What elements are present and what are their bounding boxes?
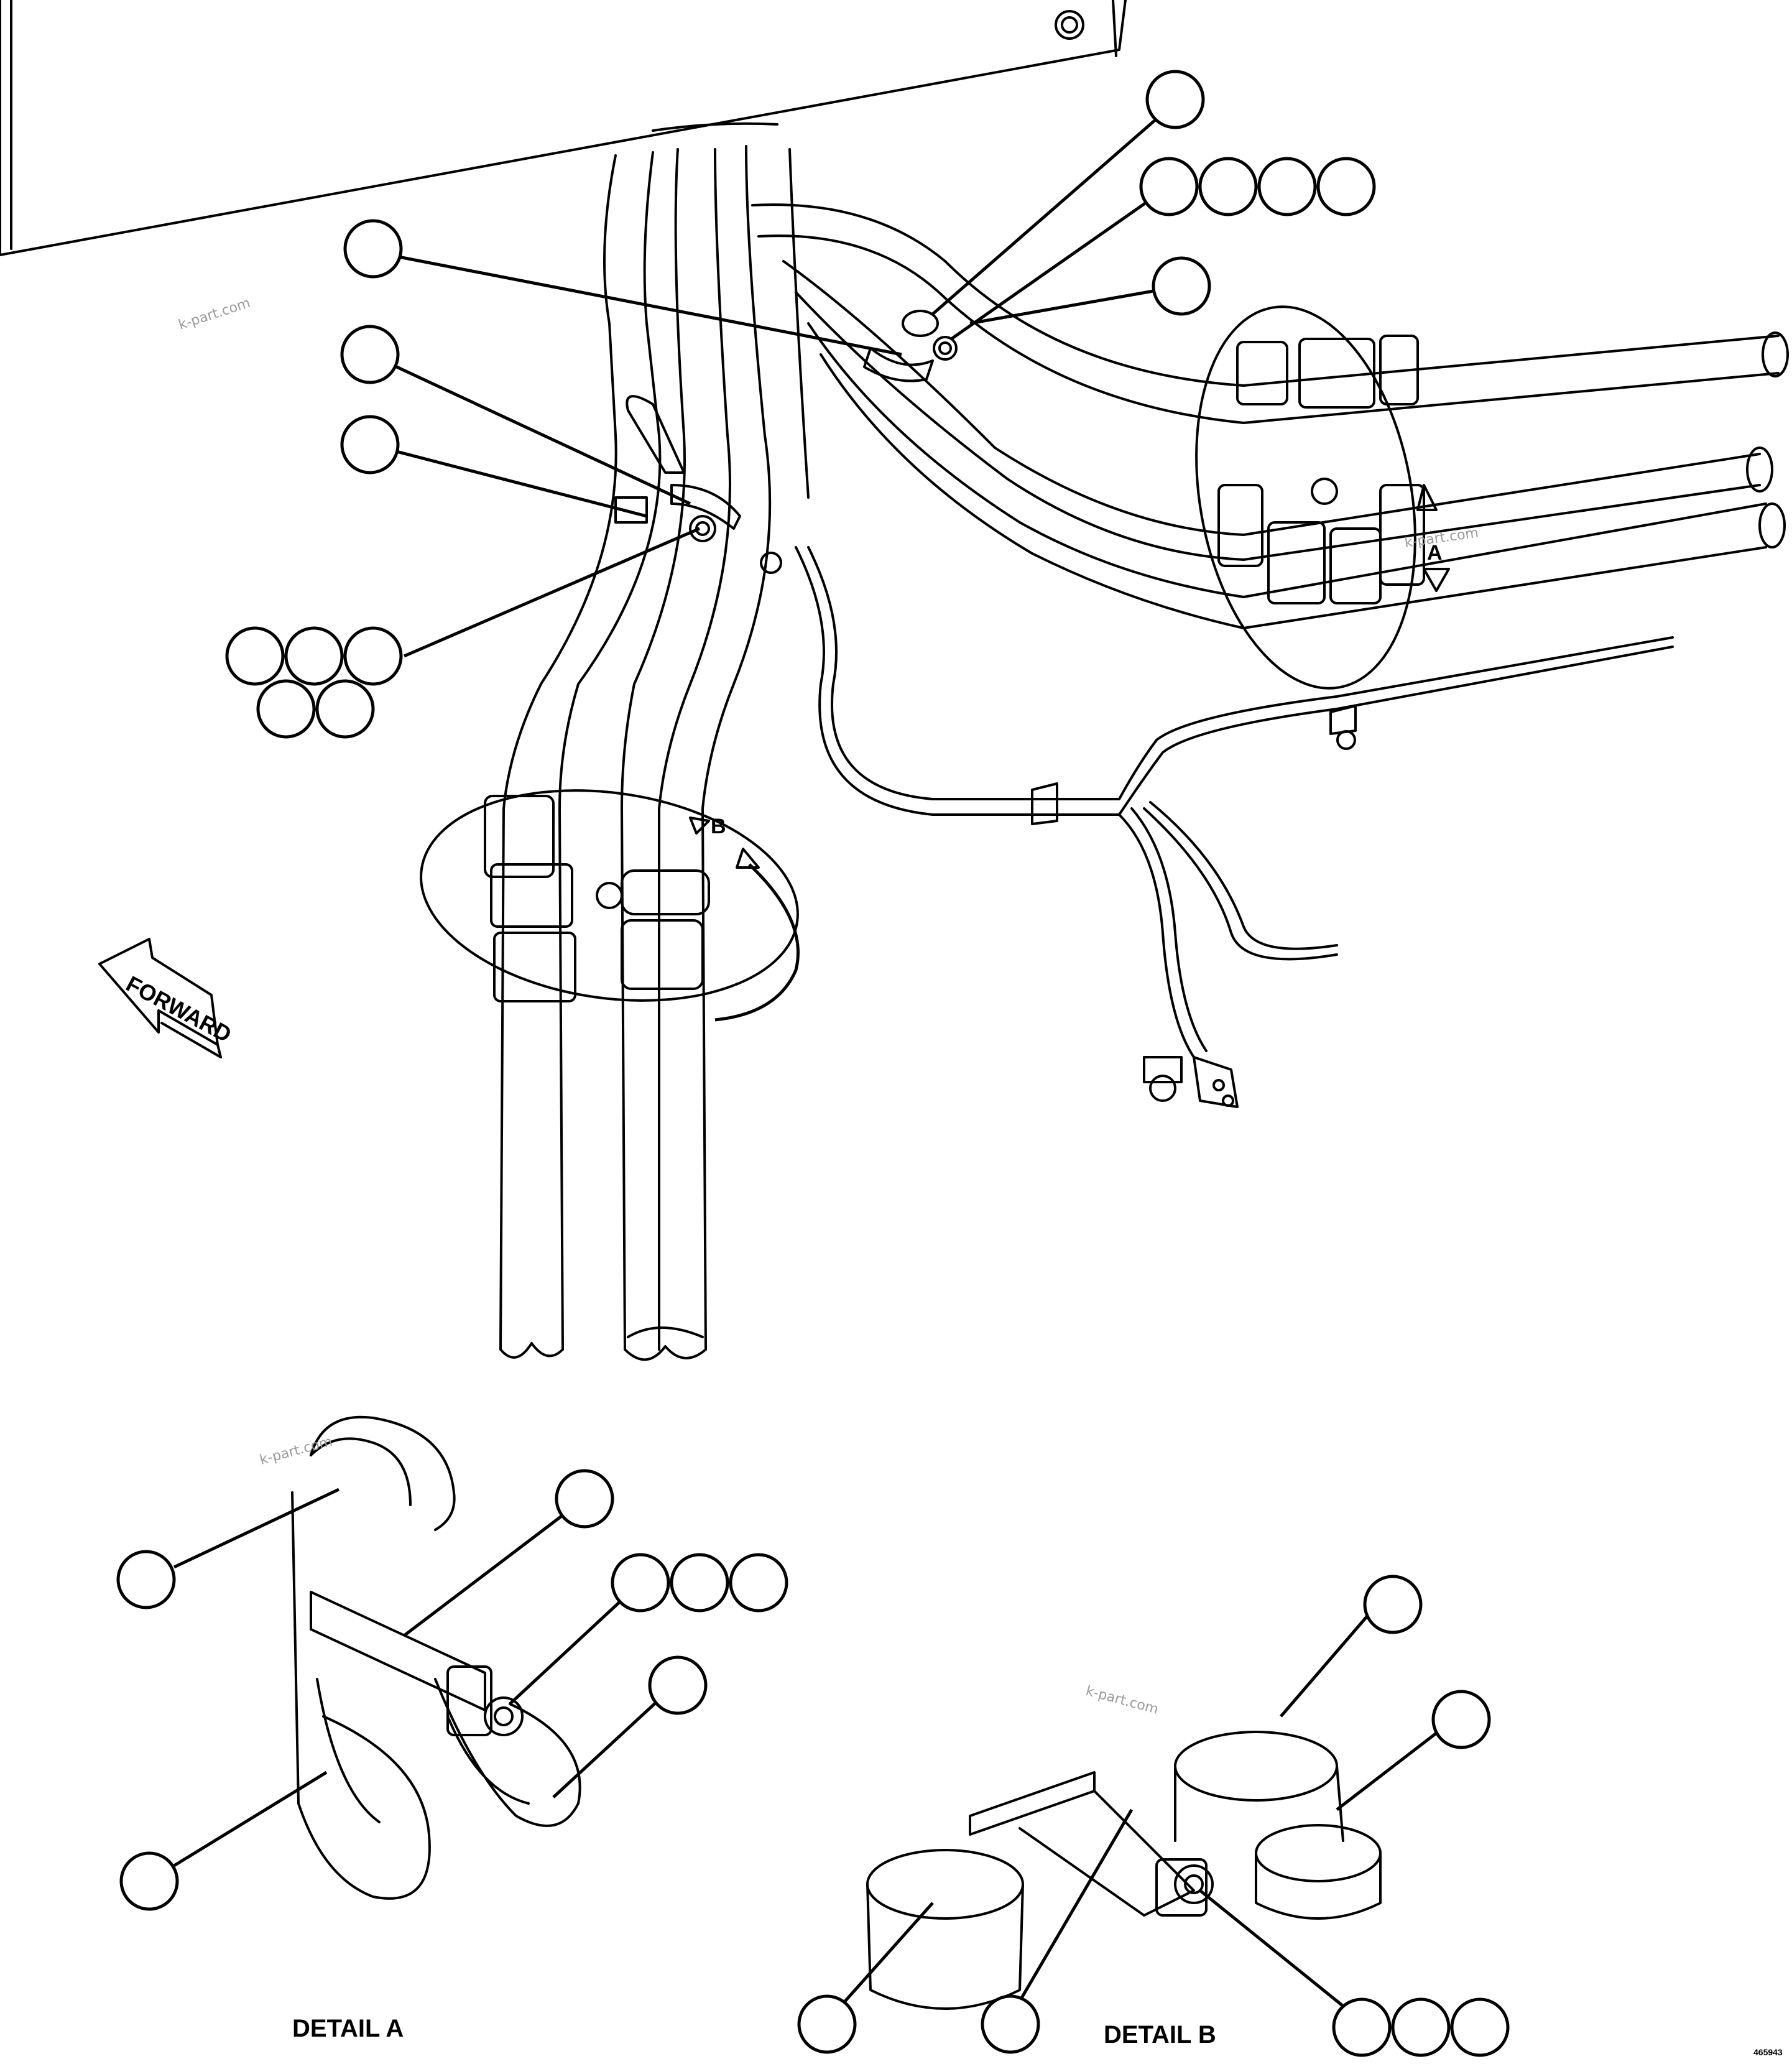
watermark-4: k-part.com: [1084, 1683, 1160, 1718]
detail-a-region: A: [1195, 305, 1450, 690]
detail-a-caption: DETAIL A: [292, 2015, 404, 2042]
detail-b-clamp: [866, 1731, 1382, 2010]
detail-b-region: B: [420, 789, 800, 1022]
detail-b-marker: B: [711, 815, 726, 838]
detail-a-clamp: [291, 1415, 581, 1900]
drawing-number: 465943: [1753, 2047, 1783, 2057]
clamps-main: [614, 310, 958, 574]
detail-b-caption: DETAIL B: [1104, 2021, 1216, 2048]
wiring-harness: [795, 546, 1674, 1108]
frame-panel: [0, 0, 1127, 256]
callouts: [116, 70, 1510, 2057]
watermark-1: k-part.com: [177, 295, 252, 333]
watermark-3: k-part.com: [258, 1434, 334, 1468]
forward-arrow: FORWARD: [98, 938, 236, 1058]
right-hose-bundle: [751, 203, 1789, 629]
detail-a-marker: A: [1427, 541, 1443, 565]
